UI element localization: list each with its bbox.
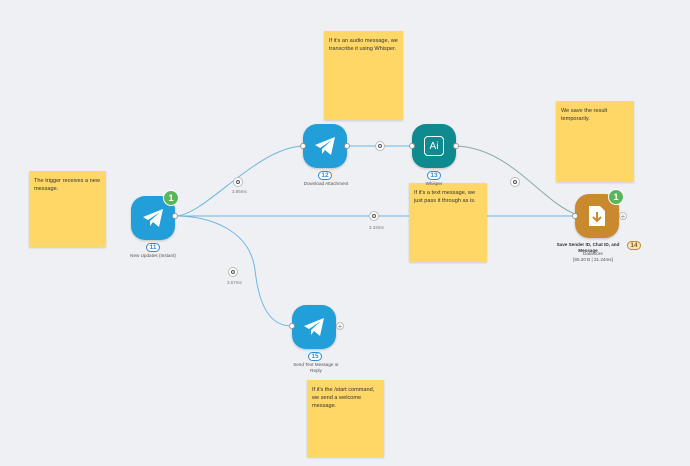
download-icon <box>589 206 605 226</box>
add-module-button[interactable]: + <box>619 212 627 221</box>
route-filter-icon[interactable] <box>369 211 379 221</box>
note-save-text: We save the result temporarily. <box>561 108 608 123</box>
add-module-button[interactable]: + <box>336 322 344 331</box>
output-port[interactable] <box>344 143 350 149</box>
module-id-badge: 13 <box>427 171 441 180</box>
telegram-icon <box>304 318 324 336</box>
note-start-text: If it's the /start command, we send a we… <box>312 387 375 410</box>
route-filter-icon[interactable] <box>510 177 520 187</box>
telegram-icon <box>143 209 163 227</box>
note-text-text: If it's a text message, we just pass it … <box>414 190 476 205</box>
route-filter-icon[interactable] <box>228 267 238 277</box>
note-trigger-text: The trigger receives a new message. <box>34 178 100 193</box>
module-id-badge: 15 <box>308 352 322 361</box>
input-port[interactable] <box>300 143 306 149</box>
route-timing-label: 3.85ms <box>232 189 247 194</box>
route-whisper-save <box>455 145 576 215</box>
module-label: New Updates (Instant) <box>130 253 176 258</box>
module-id-badge: 11 <box>146 243 160 252</box>
input-port[interactable] <box>409 143 415 149</box>
input-port[interactable] <box>289 323 295 329</box>
module-id-badge: 12 <box>318 171 332 180</box>
whisper-module[interactable]: Ai <box>412 124 456 168</box>
module-label: Download Attachment <box>303 181 349 186</box>
openai-icon: Ai <box>424 136 444 156</box>
run-count-badge: 1 <box>163 190 179 206</box>
output-port[interactable] <box>453 143 459 149</box>
input-port[interactable] <box>572 213 578 219</box>
output-port[interactable] <box>172 213 178 219</box>
route-filter-icon[interactable] <box>375 141 385 151</box>
telegram-icon <box>315 137 335 155</box>
route-filter-icon[interactable] <box>233 177 243 187</box>
send-message-module[interactable] <box>292 305 336 349</box>
datastore-module[interactable] <box>575 194 619 238</box>
route-to-reply <box>174 215 293 327</box>
route-timing-label: 3.57ms <box>227 280 242 285</box>
note-audio[interactable]: If it's an audio message, we transcribe … <box>324 31 403 120</box>
module-id-badge: 14 <box>627 241 641 250</box>
note-text[interactable]: If it's a text message, we just pass it … <box>409 183 487 262</box>
module-label: Send Text Message or Reply <box>293 362 339 374</box>
note-save[interactable]: We save the result temporarily. <box>556 101 634 182</box>
note-start[interactable]: If it's the /start command, we send a we… <box>307 380 384 457</box>
module-subtitle: Datastore <box>583 251 603 256</box>
download-attachment-module[interactable] <box>303 124 347 168</box>
module-title: Save Sender ID, Chat ID, and Message <box>556 242 620 254</box>
note-audio-text: If it's an audio message, we transcribe … <box>329 38 398 53</box>
module-stats: [95.20 B | 31.24ms] <box>573 257 613 262</box>
run-count-badge: 1 <box>608 189 624 205</box>
route-to-download <box>174 145 304 217</box>
note-trigger[interactable]: The trigger receives a new message. <box>29 171 106 247</box>
module-label: Whisper <box>425 181 443 186</box>
route-timing-label: 3.33ms <box>369 225 384 230</box>
